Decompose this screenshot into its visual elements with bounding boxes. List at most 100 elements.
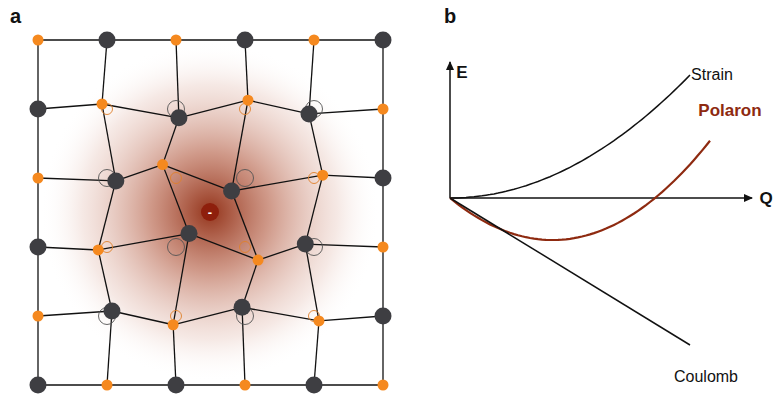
bond: [37, 247, 38, 316]
anion: [30, 377, 47, 394]
cation: [317, 170, 328, 181]
electron: -: [201, 203, 219, 221]
bond: [176, 40, 179, 118]
bond: [309, 40, 314, 114]
polaron-curve: [450, 141, 710, 240]
anion: [99, 32, 116, 49]
bond: [107, 39, 176, 40]
bond: [323, 175, 383, 178]
anion: [301, 105, 318, 122]
bond: [163, 165, 232, 191]
cation: [378, 242, 389, 253]
cation: [157, 159, 168, 170]
bond: [309, 109, 383, 114]
bond: [173, 307, 242, 324]
original-site: [171, 173, 182, 184]
anion: [375, 308, 392, 325]
bond: [314, 384, 383, 385]
panel-letter: b: [444, 6, 456, 26]
cation: [102, 380, 113, 391]
cation: [313, 315, 324, 326]
cation: [168, 319, 179, 330]
cation: [378, 104, 389, 115]
bond: [38, 178, 116, 181]
bond: [314, 321, 319, 385]
anion: [170, 109, 187, 126]
cation: [378, 380, 389, 391]
bond: [245, 384, 314, 385]
curve-label: Strain: [691, 67, 733, 83]
bond: [248, 100, 309, 114]
bond: [305, 244, 383, 247]
anion: [223, 183, 240, 200]
anion: [168, 377, 185, 394]
bond: [176, 384, 245, 385]
bond: [309, 114, 323, 175]
bond: [37, 178, 38, 247]
bond: [232, 191, 258, 260]
cation: [33, 35, 44, 46]
anion: [237, 32, 254, 49]
anion: [375, 32, 392, 49]
coulomb-line: [450, 198, 690, 345]
bond: [38, 247, 98, 250]
bond: [242, 307, 245, 385]
bond: [232, 100, 248, 191]
bond: [38, 384, 107, 385]
bond: [176, 39, 245, 40]
bond: [38, 39, 107, 40]
bond: [179, 100, 248, 118]
bond: [38, 311, 112, 316]
charge-sign: -: [208, 206, 212, 219]
bond: [305, 175, 322, 244]
e-axis: [449, 62, 451, 198]
bond: [98, 250, 112, 311]
anion: [103, 303, 120, 320]
bond: [232, 175, 323, 191]
curve-label: Polaron: [698, 102, 761, 119]
bond: [382, 109, 383, 178]
axis-label: E: [456, 64, 467, 81]
anion: [30, 101, 47, 118]
bond: [382, 178, 383, 247]
bond: [173, 325, 176, 385]
original-site: [168, 239, 185, 256]
q-axis: [450, 197, 752, 199]
anion: [306, 377, 323, 394]
panel-letter: a: [10, 6, 21, 26]
bond: [37, 40, 38, 109]
bond: [382, 316, 383, 385]
bond: [102, 40, 107, 104]
cation: [242, 95, 253, 106]
charge-cloud: [40, 42, 380, 382]
cation: [33, 311, 44, 322]
bond: [382, 247, 383, 316]
anion: [107, 172, 124, 189]
bond: [37, 316, 38, 385]
bond: [319, 316, 383, 321]
bond: [107, 384, 176, 385]
bond: [37, 109, 38, 178]
cation: [253, 255, 264, 266]
bond: [245, 39, 314, 40]
bond: [38, 104, 102, 109]
bond: [98, 234, 189, 250]
cation: [240, 380, 251, 391]
bond: [107, 311, 112, 385]
bond: [314, 39, 383, 40]
cation: [33, 173, 44, 184]
anion: [375, 170, 392, 187]
original-site: [237, 170, 254, 187]
cation: [309, 35, 320, 46]
original-site: [240, 242, 251, 253]
bond: [163, 165, 189, 234]
strain-curve: [450, 75, 690, 198]
bond: [98, 181, 116, 250]
anion: [234, 299, 251, 316]
bond: [173, 234, 189, 325]
cation: [93, 244, 104, 255]
anion: [30, 239, 47, 256]
anion: [181, 225, 198, 242]
bond: [112, 311, 173, 325]
